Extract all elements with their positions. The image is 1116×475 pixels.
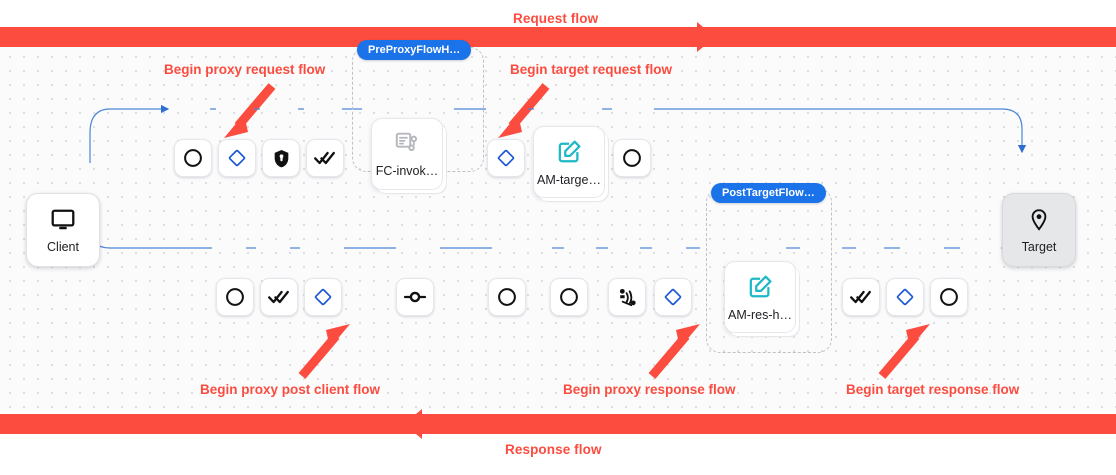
request-flow-arrowhead: [697, 22, 715, 52]
response-node-connector[interactable]: [396, 278, 434, 316]
circle-icon: [940, 288, 958, 306]
endpoint-client[interactable]: Client: [26, 193, 100, 267]
circle-icon: [623, 149, 641, 167]
response-node-double-check-1[interactable]: [260, 278, 298, 316]
request-flow-bar: [0, 22, 1116, 52]
policy-fc-invoke-label: FC-invok…: [375, 164, 439, 178]
response-node-circle-2[interactable]: [488, 278, 526, 316]
response-node-broadcast[interactable]: [608, 278, 646, 316]
assign-message-icon: [749, 275, 772, 297]
blue-diamond-icon: [896, 288, 914, 306]
annotation-arrow-begin-proxy-post-client: [298, 324, 350, 379]
response-node-double-check-2[interactable]: [842, 278, 880, 316]
policy-am-target[interactable]: AM-targe…: [533, 126, 605, 198]
double-check-icon: [314, 151, 335, 165]
location-pin-icon: [1031, 208, 1047, 231]
response-flow-label: Response flow: [505, 442, 602, 457]
double-check-icon: [850, 290, 871, 304]
annotation-arrow-begin-proxy-request: [224, 83, 276, 138]
circle-icon: [226, 288, 244, 306]
blue-diamond-icon: [228, 149, 246, 167]
request-node-shield-lock[interactable]: [262, 139, 300, 177]
endpoint-target-label: Target: [1021, 239, 1057, 254]
annotation-begin-proxy-post-client: Begin proxy post client flow: [200, 382, 381, 397]
annotation-arrow-begin-target-response: [878, 324, 930, 379]
double-check-icon: [268, 290, 289, 304]
assign-message-icon: [558, 140, 581, 162]
dotted-grid-canvas: [0, 47, 1116, 409]
request-node-circle-2[interactable]: [613, 139, 651, 177]
request-node-diamond-1[interactable]: [218, 139, 256, 177]
response-flow-arrowhead: [404, 409, 422, 439]
annotation-begin-target-request: Begin target request flow: [510, 62, 673, 77]
blue-diamond-icon: [314, 288, 332, 306]
response-node-circle-1[interactable]: [216, 278, 254, 316]
request-node-double-check-1[interactable]: [306, 139, 344, 177]
blue-diamond-icon: [664, 288, 682, 306]
annotation-begin-proxy-response: Begin proxy response flow: [563, 382, 736, 397]
request-node-diamond-2[interactable]: [487, 139, 525, 177]
annotation-begin-target-response: Begin target response flow: [846, 382, 1020, 397]
policy-am-response-label: AM-res-h…: [728, 307, 792, 322]
response-node-circle-4[interactable]: [930, 278, 968, 316]
response-node-circle-3[interactable]: [550, 278, 588, 316]
request-flow-label: Request flow: [513, 11, 599, 26]
annotation-arrow-begin-proxy-response: [648, 324, 700, 379]
response-node-diamond-3[interactable]: [886, 278, 924, 316]
flow-callout-icon: [395, 132, 418, 152]
shield-lock-icon: [274, 149, 288, 167]
monitor-icon: [51, 209, 75, 229]
group-badge-posttargetflowhook[interactable]: PostTargetFlow…: [711, 183, 826, 203]
response-node-diamond-1[interactable]: [304, 278, 342, 316]
response-flow-bar: [0, 409, 1116, 439]
circle-icon: [560, 288, 578, 306]
request-flow-bar-shaft: [0, 27, 1116, 47]
response-flow-bar-shaft: [0, 414, 1116, 434]
connector-node-icon: [403, 291, 427, 303]
circle-icon: [184, 149, 202, 167]
policy-am-response[interactable]: AM-res-h…: [724, 261, 796, 333]
endpoint-client-label: Client: [47, 239, 79, 254]
policy-am-target-label: AM-targe…: [537, 172, 601, 187]
endpoint-target[interactable]: Target: [1002, 193, 1076, 267]
request-node-circle-1[interactable]: [174, 139, 212, 177]
policy-fc-invoke[interactable]: FC-invok…: [371, 118, 443, 190]
annotation-arrow-begin-target-request: [498, 83, 550, 138]
annotation-begin-proxy-request: Begin proxy request flow: [164, 62, 326, 77]
response-node-diamond-2[interactable]: [654, 278, 692, 316]
blue-diamond-icon: [497, 149, 515, 167]
broadcast-icon: [619, 288, 636, 306]
circle-icon: [498, 288, 516, 306]
group-badge-preproxyflowhook[interactable]: PreProxyFlowH…: [357, 40, 472, 60]
